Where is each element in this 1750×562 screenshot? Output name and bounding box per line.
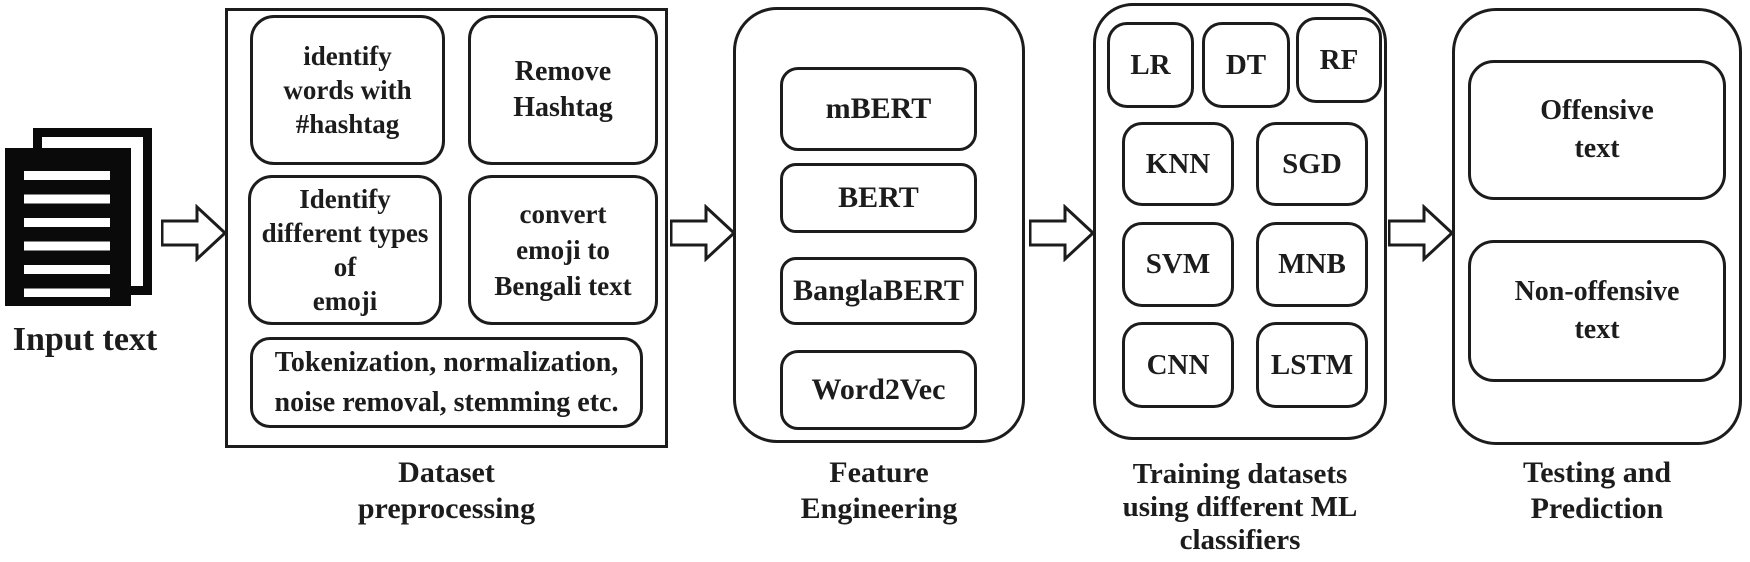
stage-testing-prediction: Offensive text Non-offensive text bbox=[1452, 8, 1742, 445]
flow-arrow-3 bbox=[1029, 204, 1095, 262]
box-svm: SVM bbox=[1122, 222, 1234, 307]
box-identify-hashtag-words: identify words with #hashtag bbox=[250, 15, 445, 165]
box-convert-emoji: convert emoji to Bengali text bbox=[468, 175, 658, 325]
flow-arrow-4 bbox=[1388, 204, 1454, 262]
box-dt: DT bbox=[1202, 22, 1290, 108]
stage-training-classifiers: LR DT RF KNN SGD SVM MNB CNN LSTM bbox=[1093, 3, 1387, 440]
box-sgd: SGD bbox=[1256, 122, 1368, 206]
stage-dataset-preprocessing: identify words with #hashtag Remove Hash… bbox=[225, 8, 668, 448]
box-lstm: LSTM bbox=[1256, 322, 1368, 408]
flow-arrow-1 bbox=[161, 204, 227, 262]
box-offensive-text: Offensive text bbox=[1468, 60, 1726, 200]
stage-label-dataset-preprocessing: Dataset preprocessing bbox=[357, 456, 536, 525]
flow-arrow-2 bbox=[670, 204, 736, 262]
stage-label-feature-engineering: Feature Engineering bbox=[800, 456, 958, 525]
box-tokenization-normalization: Tokenization, normalization, noise remov… bbox=[250, 337, 643, 428]
document-text-lines bbox=[24, 171, 110, 297]
box-banglabert: BanglaBERT bbox=[780, 257, 977, 325]
box-word2vec: Word2Vec bbox=[780, 350, 977, 430]
box-knn: KNN bbox=[1122, 122, 1234, 206]
stage-label-testing-prediction: Testing and Prediction bbox=[1522, 456, 1672, 525]
document-front-page bbox=[5, 148, 131, 306]
box-lr: LR bbox=[1107, 22, 1194, 108]
box-remove-hashtag: Remove Hashtag bbox=[468, 15, 658, 165]
document-stack-icon bbox=[0, 0, 170, 320]
box-bert: BERT bbox=[780, 163, 977, 233]
stage-label-training-classifiers: Training datasets using different ML cla… bbox=[1122, 458, 1358, 556]
stage-feature-engineering: mBERT BERT BanglaBERT Word2Vec bbox=[733, 7, 1025, 443]
box-identify-emoji-types: Identify different types of emoji bbox=[248, 175, 442, 325]
box-cnn: CNN bbox=[1122, 322, 1234, 408]
box-mnb: MNB bbox=[1256, 222, 1368, 307]
box-non-offensive-text: Non-offensive text bbox=[1468, 240, 1726, 382]
input-text-label: Input text bbox=[12, 321, 158, 358]
box-rf: RF bbox=[1296, 17, 1382, 103]
box-mbert: mBERT bbox=[780, 67, 977, 151]
